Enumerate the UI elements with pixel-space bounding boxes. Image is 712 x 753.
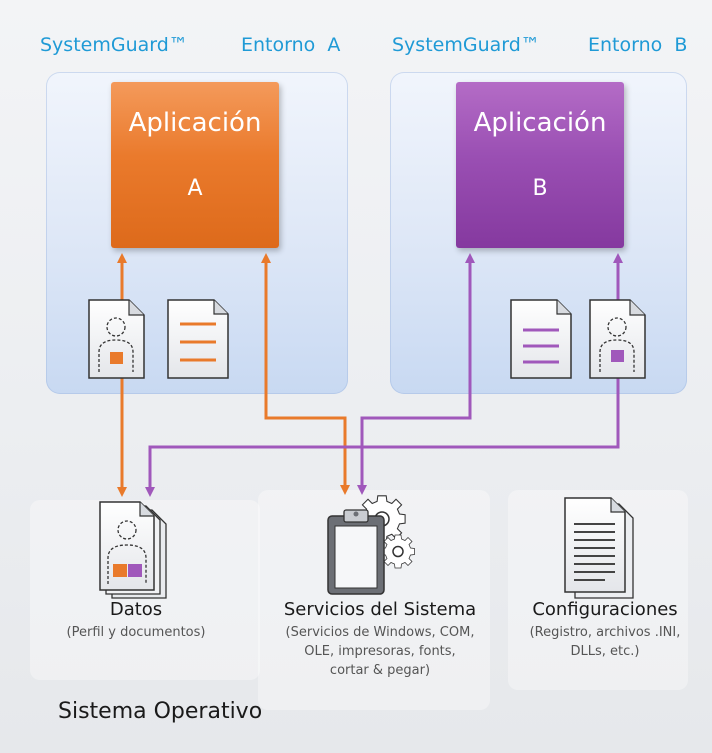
configuraciones-title: Configuraciones xyxy=(532,599,678,620)
user-document-icon xyxy=(589,299,646,379)
servicios-title: Servicios del Sistema xyxy=(283,599,477,620)
servicios-subtitle: (Servicios de Windows, COM, OLE, impreso… xyxy=(255,623,505,680)
configuraciones-subtitle: (Registro, archivos .INI, DLLs, etc.) xyxy=(520,623,690,661)
stacked-user-documents-icon xyxy=(99,501,167,599)
environment-a-label: Entorno A xyxy=(241,34,341,56)
operating-system-label: Sistema Operativo xyxy=(58,699,263,724)
environment-a-connectors xyxy=(117,253,350,497)
application-a-title: Aplicación xyxy=(128,108,262,138)
servicios-subtitle-line: OLE, impresoras, fonts, xyxy=(304,644,456,659)
datos-subtitle: (Perfil y documentos) xyxy=(66,625,206,640)
environment-b-label: Entorno B xyxy=(588,34,688,56)
application-a-letter: A xyxy=(187,176,203,201)
systemguard-label-b: SystemGuard™ xyxy=(392,34,540,56)
application-a-box: Aplicación A xyxy=(111,82,279,248)
clipboard-gears-icon xyxy=(327,495,415,595)
connector-app-b-servicios xyxy=(357,253,475,495)
application-b-title: Aplicación xyxy=(473,108,607,138)
configuraciones-subtitle-line: DLLs, etc.) xyxy=(570,644,640,659)
datos-title: Datos xyxy=(109,599,163,620)
config-document-icon xyxy=(564,497,634,599)
servicios-subtitle-line: (Servicios de Windows, COM, xyxy=(285,625,475,640)
servicios-subtitle-line: cortar & pegar) xyxy=(329,663,431,678)
text-document-icon xyxy=(510,299,572,379)
application-b-box: Aplicación B xyxy=(456,82,624,248)
configuraciones-subtitle-line: (Registro, archivos .INI, xyxy=(529,625,681,640)
text-document-icon xyxy=(167,299,229,379)
systemguard-label-a: SystemGuard™ xyxy=(40,34,188,56)
application-b-letter: B xyxy=(532,176,548,201)
connector-app-a-servicios xyxy=(261,253,350,495)
user-document-icon xyxy=(88,299,145,379)
